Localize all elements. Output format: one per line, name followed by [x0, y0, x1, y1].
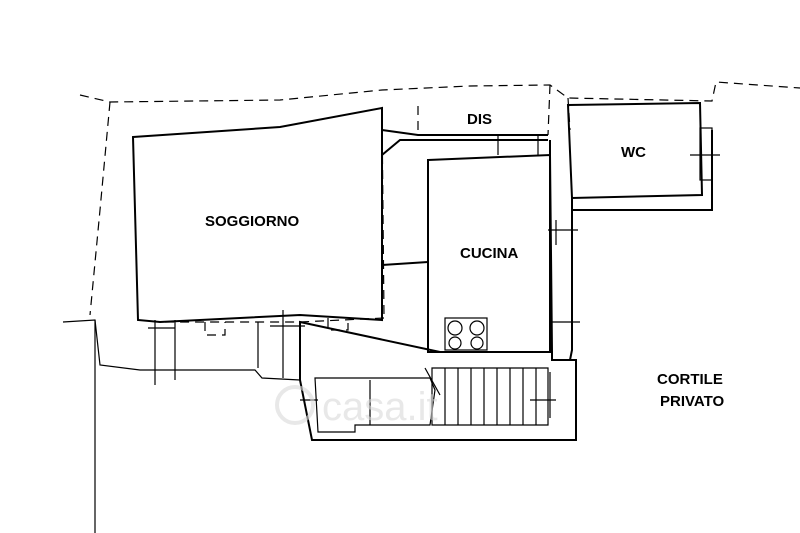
staircase — [299, 320, 577, 441]
outdoor-label-cortile: CORTILE — [657, 371, 723, 388]
east-wall — [548, 210, 580, 361]
outdoor-label-privato: PRIVATO — [660, 393, 725, 410]
room-label-soggiorno: SOGGIORNO — [205, 213, 300, 230]
watermark-text: casa.it — [322, 385, 438, 429]
room-label-dis: DIS — [467, 111, 492, 128]
outer-left-walls — [62, 319, 301, 533]
dis-walls — [381, 129, 548, 265]
room-label-wc: WC — [621, 144, 646, 161]
wc-walls — [566, 101, 720, 211]
property-boundary — [79, 81, 800, 323]
soggiorno-walls — [131, 106, 383, 324]
watermark: casa.it — [275, 385, 438, 429]
kitchen-appliances — [444, 317, 488, 351]
room-label-cucina: CUCINA — [460, 245, 518, 262]
